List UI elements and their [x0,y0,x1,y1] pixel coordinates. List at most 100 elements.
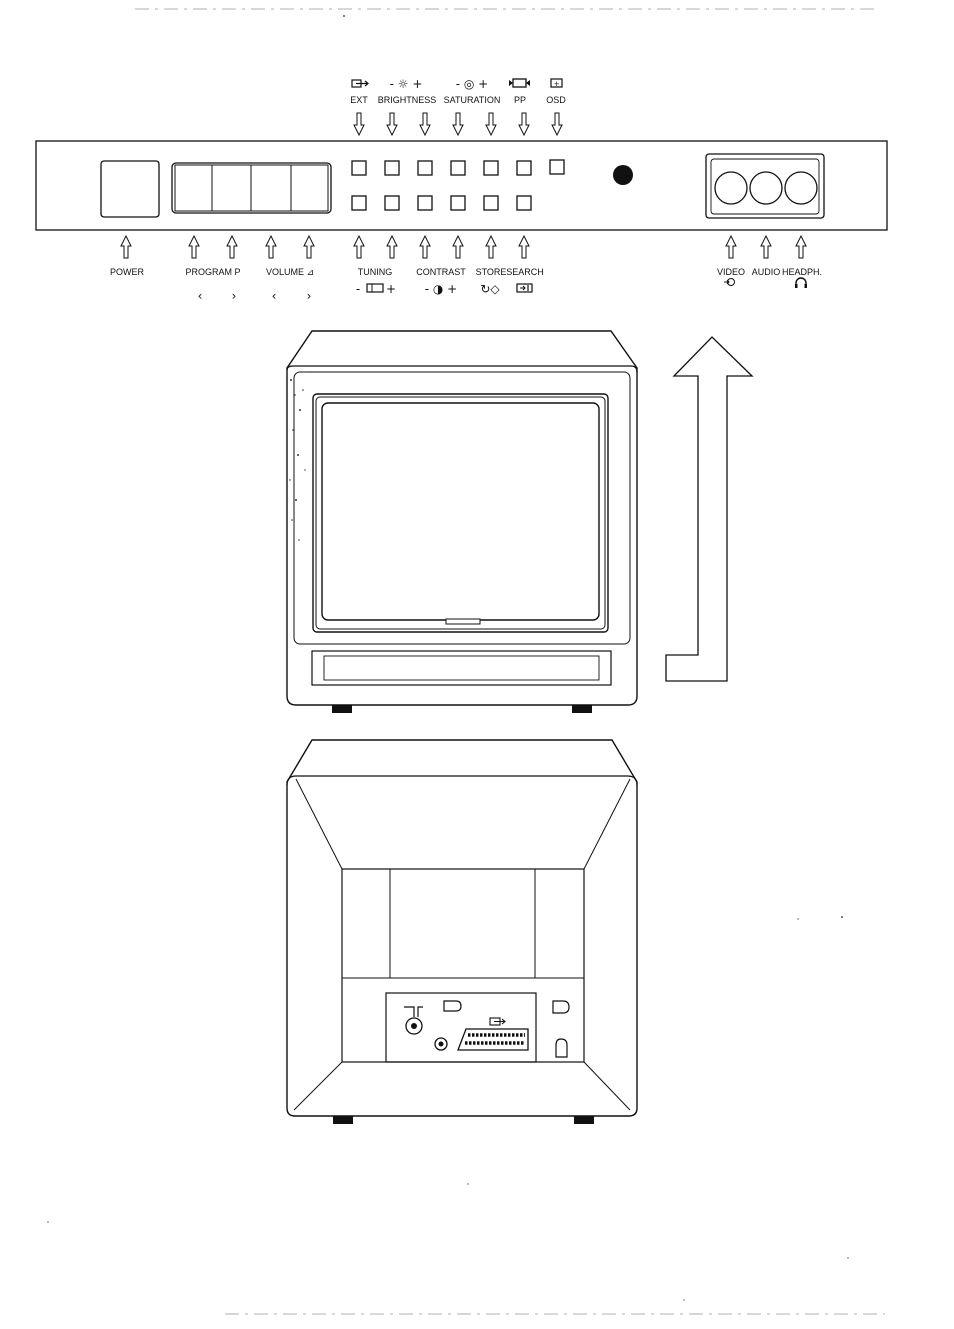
brightness-minus-button[interactable] [384,160,400,176]
indicator-light [613,165,633,185]
program-down-symbol: ‹ [198,289,203,303]
arrow-up-icon [452,235,464,259]
bottom-arrows [120,235,807,259]
saturation-plus-button[interactable] [483,160,499,176]
screen-frame [312,393,609,633]
arrow-up-icon [386,235,398,259]
arrow-down-icon [386,112,398,136]
pp-button[interactable] [516,160,532,176]
search-button[interactable] [516,195,532,211]
pp-icon [509,78,530,88]
clip-icon [443,1000,462,1012]
volume-down-symbol: ‹ [272,289,277,303]
control-flap [311,650,612,686]
label-program: PROGRAM P [185,267,240,277]
contrast-symbol: - ◑ + [425,282,457,296]
antenna-icon [404,1006,423,1017]
arrow-up-icon [188,235,200,259]
arrow-down-icon [551,112,563,136]
bottom-button-row [351,195,532,211]
brightness-symbol: - ☼ + [390,77,423,91]
connector-panel [385,992,537,1063]
arrow-up-icon [120,235,132,259]
ext-button[interactable] [351,160,367,176]
label-headph: HEADPH. [782,267,822,277]
bottom-labels: POWER PROGRAM P VOLUME ⊿ TUNING CONTRAST… [110,267,822,303]
top-arrows [353,112,563,136]
top-button-row [351,159,565,176]
store-symbol: ↻◇ [480,282,500,296]
tuning-minus-symbol: - [356,282,360,296]
foot-right [572,705,592,713]
bezel [293,371,631,645]
label-power: POWER [110,267,145,277]
label-saturation: SATURATION [444,95,501,105]
arrow-down-icon [419,112,431,136]
control-panel [35,140,888,231]
arrow-up-icon [795,235,807,259]
tuning-plus-symbol: + [386,282,396,296]
volume-up-symbol: › [307,289,312,303]
volume-up-button[interactable] [290,164,329,212]
tuning-minus-button[interactable] [351,195,367,211]
contrast-plus-button[interactable] [450,195,466,211]
arrow-up-icon [353,235,365,259]
saturation-minus-button[interactable] [450,160,466,176]
rear-cabinet [286,739,638,1117]
arrow-down-icon [518,112,530,136]
ext-icon [351,79,369,88]
power-button[interactable] [100,160,160,218]
search-icon [516,283,533,293]
osd-icon: + [550,78,563,88]
scart-icon [489,1017,506,1026]
arrow-down-icon [452,112,464,136]
saturation-symbol: - ◎ + [456,77,488,91]
label-tuning: TUNING [358,267,393,277]
audio-socket[interactable] [749,171,783,205]
brightness-plus-button[interactable] [417,160,433,176]
arrow-up-icon [760,235,772,259]
video-socket[interactable] [714,171,748,205]
arrow-down-icon [353,112,365,136]
program-up-symbol: › [232,289,237,303]
label-video: VIDEO [717,267,745,277]
arrow-up-icon [419,235,431,259]
clip-icon [555,1038,568,1058]
scart-socket[interactable] [457,1028,529,1051]
label-search: SEARCH [506,267,544,277]
arrow-up-icon [265,235,277,259]
arrow-up-icon [226,235,238,259]
label-volume: VOLUME ⊿ [266,267,314,277]
tv-front-view [286,330,638,713]
headphone-socket[interactable] [784,171,818,205]
arrow-up-icon [725,235,737,259]
label-audio: AUDIO [752,267,781,277]
tuning-plus-button[interactable] [384,195,400,211]
scan-speckle [289,371,311,541]
foot-left [333,1116,353,1124]
foot-left [332,705,352,713]
arrow-up-icon [518,235,530,259]
store-button[interactable] [483,195,499,211]
arrow-up-icon [485,235,497,259]
contrast-minus-button[interactable] [417,195,433,211]
brand-plate [445,618,481,625]
label-store: STORE [476,267,507,277]
label-ext: EXT [350,95,368,105]
scan-dots [47,15,849,1301]
rotate-arrow-icon [665,336,754,682]
tv-screen [321,402,600,621]
arrow-down-icon [485,112,497,136]
label-brightness: BRIGHTNESS [378,95,437,105]
osd-button[interactable] [549,159,565,175]
clip-icon [552,1000,570,1014]
tuning-icon [366,283,384,293]
svg-text:+: + [554,80,560,88]
video-input-icon [724,278,735,286]
label-osd: OSD [546,95,566,105]
label-contrast: CONTRAST [416,267,466,277]
program-volume-buttons [171,162,332,214]
tv-rear-view [286,739,638,1124]
label-pp: PP [514,95,526,105]
